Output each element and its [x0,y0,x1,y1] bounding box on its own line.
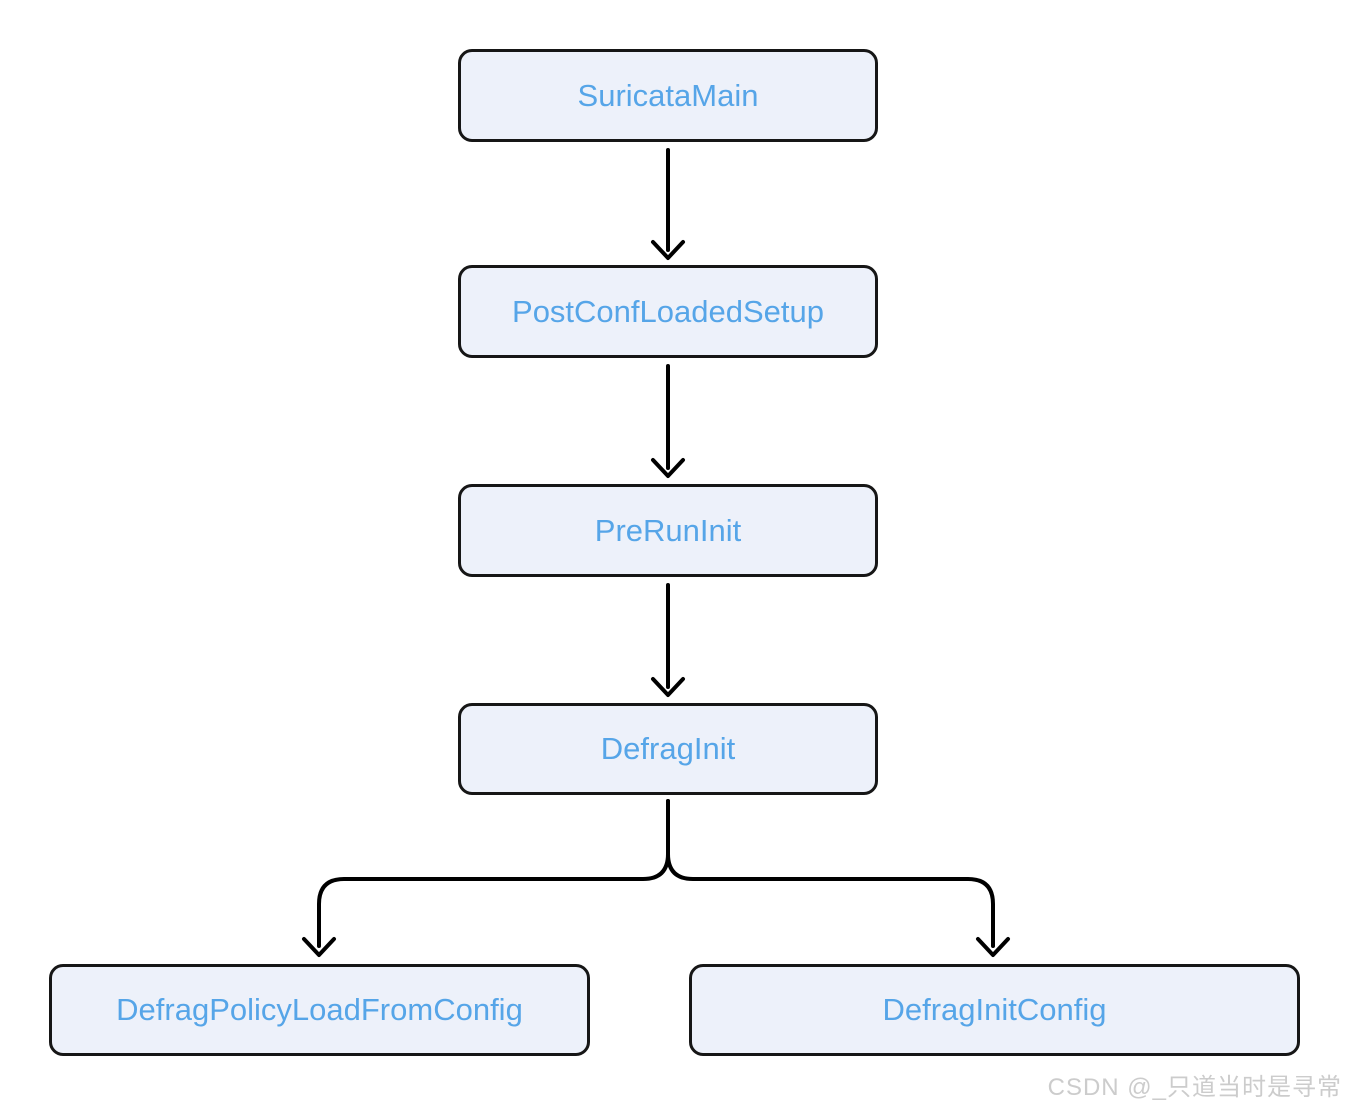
edge-suricatamain-postconfloadedsetup [651,148,685,260]
node-label: SuricataMain [577,77,759,113]
node-label: DefragPolicyLoadFromConfig [116,992,523,1027]
node-pre-run-init: PreRunInit [458,484,878,577]
node-suricata-main: SuricataMain [458,49,878,142]
node-defrag-init: DefragInit [458,703,878,795]
edge-defraginit-defragpolicyloadfromconfig [302,799,670,957]
node-label: DefragInitConfig [882,992,1107,1027]
edge-prereuninit-defraginit [651,583,685,697]
node-post-conf-loaded-setup: PostConfLoadedSetup [458,265,878,358]
node-label: PostConfLoadedSetup [512,293,824,329]
node-defrag-policy-load-from-config: DefragPolicyLoadFromConfig [49,964,590,1056]
edge-postconfloadedsetup-prereuninit [651,364,685,478]
node-label: PreRunInit [594,512,742,548]
edge-defraginit-defraginitconfig [666,799,1010,957]
csdn-watermark: CSDN @_只道当时是寻常 [1047,1074,1342,1101]
node-defrag-init-config: DefragInitConfig [689,964,1300,1056]
node-label: DefragInit [600,731,736,766]
